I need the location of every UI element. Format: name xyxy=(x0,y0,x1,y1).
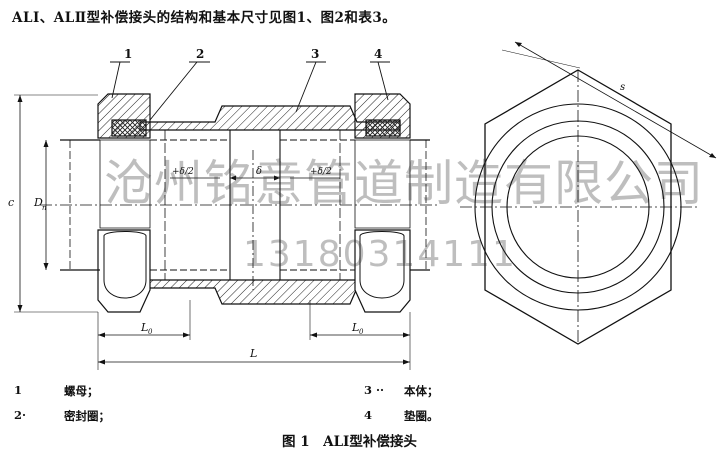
callout-3: 3 xyxy=(311,47,319,61)
left-seal-ring xyxy=(111,119,147,137)
right-nut-bottom xyxy=(354,229,411,313)
section-heading: ALⅠ、ALⅡ型补偿接头的结构和基本尺寸见图1、图2和表3。 xyxy=(12,10,397,26)
left-nut-bottom xyxy=(97,229,151,313)
callout-1: 1 xyxy=(124,47,132,61)
legend-item-1: 1 螺母； xyxy=(14,383,99,398)
right-seal-ring xyxy=(365,119,401,137)
legend-item-4: 4 垫圈。 xyxy=(364,408,439,423)
dim-l0-right-sub: 0 xyxy=(359,328,364,336)
figure-caption: 图 1 ALⅠ型补偿接头 xyxy=(282,434,417,450)
dim-c-label: c xyxy=(8,196,14,209)
dim-dn-sub: n xyxy=(42,204,47,212)
gap-mid-label: δ xyxy=(256,166,262,177)
dim-l-label: L xyxy=(249,347,257,360)
end-view xyxy=(460,41,717,345)
dim-s-label: s xyxy=(620,82,625,93)
hex-nut-outline xyxy=(484,69,672,345)
legend-item-3: 3 ·· 本体； xyxy=(364,383,439,398)
dim-l0-right-label: L xyxy=(351,321,359,334)
dim-dn-label: D xyxy=(33,196,43,209)
dim-l0-left-sub: 0 xyxy=(148,328,153,336)
sectional-view xyxy=(14,61,440,370)
dim-l0-left-label: L xyxy=(140,321,148,334)
gap-left-label: +δ/2 xyxy=(172,167,194,177)
gap-right-label: +δ/2 xyxy=(310,167,332,177)
legend-item-2: 2· 密封圈； xyxy=(14,408,110,423)
callout-4: 4 xyxy=(374,47,382,61)
callout-2: 2 xyxy=(196,47,204,61)
